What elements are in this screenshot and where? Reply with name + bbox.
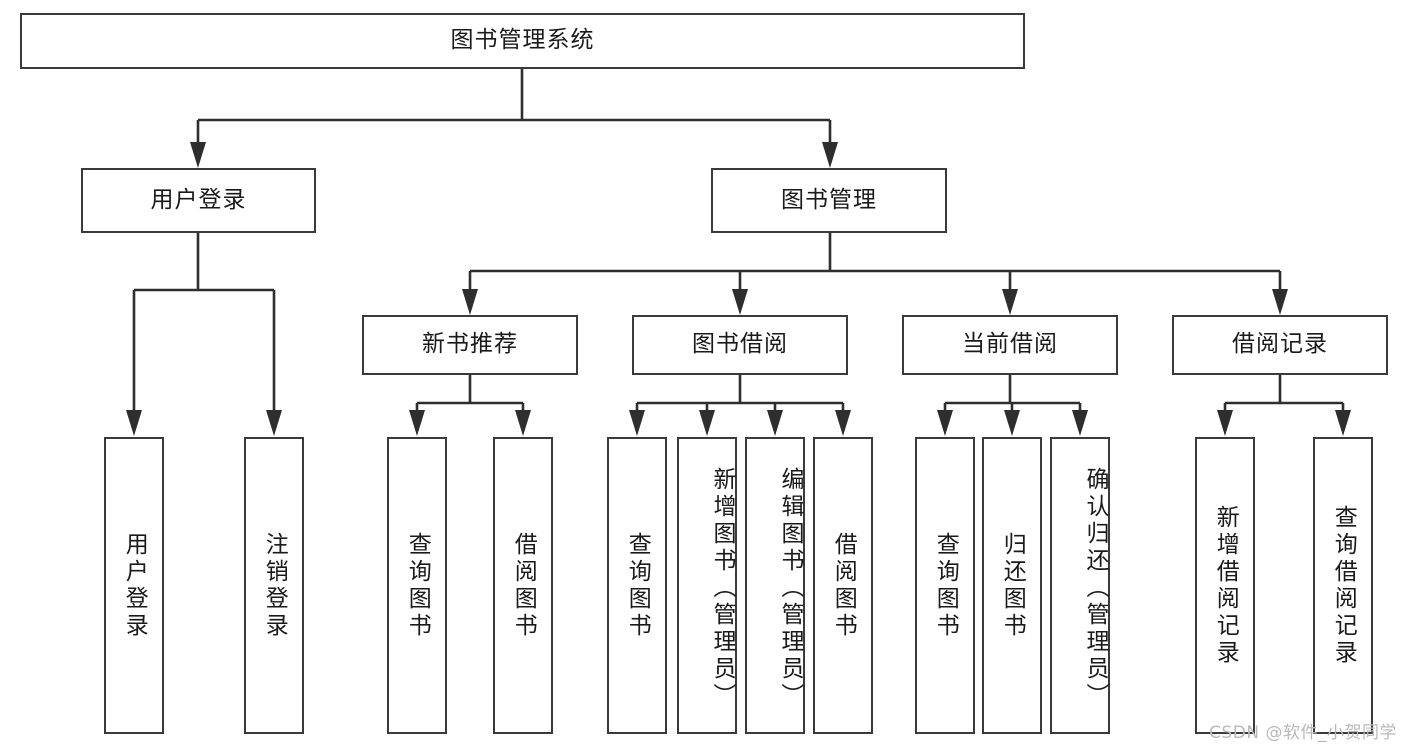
leaf-new-book-query-book[interactable]: 查询图书 — [387, 437, 447, 734]
leaf-current-borrow-return-book[interactable]: 归还图书 — [982, 437, 1042, 734]
leaf-user-login-login[interactable]: 用户登录 — [104, 437, 164, 734]
leaf-current-borrow-confirm-return-admin[interactable]: 确认归还（管理员） — [1050, 437, 1110, 734]
leaf-borrow-record-add-record[interactable]: 新增借阅记录 — [1195, 437, 1255, 734]
node-label: 编辑图书（管理员） — [777, 467, 803, 710]
node-current-borrow[interactable]: 当前借阅 — [902, 315, 1118, 375]
node-label: 新增图书（管理员） — [709, 467, 735, 710]
leaf-user-login-logout[interactable]: 注销登录 — [244, 437, 304, 734]
node-label: 图书借阅 — [692, 331, 788, 358]
node-user-login[interactable]: 用户登录 — [81, 168, 316, 233]
node-label: 借阅记录 — [1232, 331, 1328, 358]
node-label: 图书管理 — [781, 186, 877, 213]
node-root-book-management-system[interactable]: 图书管理系统 — [20, 13, 1025, 69]
node-label: 借阅图书 — [510, 531, 537, 640]
node-new-book-recommend[interactable]: 新书推荐 — [362, 315, 578, 375]
leaf-new-book-borrow-book[interactable]: 借阅图书 — [493, 437, 553, 734]
node-book-borrow[interactable]: 图书借阅 — [632, 315, 848, 375]
node-label: 用户登录 — [150, 186, 247, 213]
node-label: 查询图书 — [404, 531, 431, 640]
leaf-book-borrow-add-book-admin[interactable]: 新增图书（管理员） — [677, 437, 737, 734]
node-label: 借阅图书 — [830, 531, 857, 640]
node-label: 归还图书 — [999, 531, 1026, 640]
node-label: 图书管理系统 — [450, 27, 595, 54]
leaf-current-borrow-query-book[interactable]: 查询图书 — [915, 437, 975, 734]
csdn-watermark: CSDN @软件_小贺同学 — [1209, 723, 1397, 743]
node-label: 用户登录 — [121, 531, 148, 640]
node-label: 新增借阅记录 — [1212, 504, 1239, 667]
node-label: 确认归还（管理员） — [1082, 467, 1108, 710]
node-label: 注销登录 — [261, 531, 288, 640]
node-label: 新书推荐 — [422, 331, 518, 358]
leaf-book-borrow-query-book[interactable]: 查询图书 — [607, 437, 667, 734]
node-label: 当前借阅 — [962, 331, 1058, 358]
node-book-management[interactable]: 图书管理 — [711, 168, 947, 233]
node-borrow-record[interactable]: 借阅记录 — [1172, 315, 1388, 375]
leaf-borrow-record-query-record[interactable]: 查询借阅记录 — [1313, 437, 1373, 734]
node-label: 查询图书 — [624, 531, 651, 640]
leaf-book-borrow-edit-book-admin[interactable]: 编辑图书（管理员） — [745, 437, 805, 734]
node-label: 查询借阅记录 — [1330, 504, 1357, 667]
node-label: 查询图书 — [932, 531, 959, 640]
leaf-book-borrow-borrow-book[interactable]: 借阅图书 — [813, 437, 873, 734]
